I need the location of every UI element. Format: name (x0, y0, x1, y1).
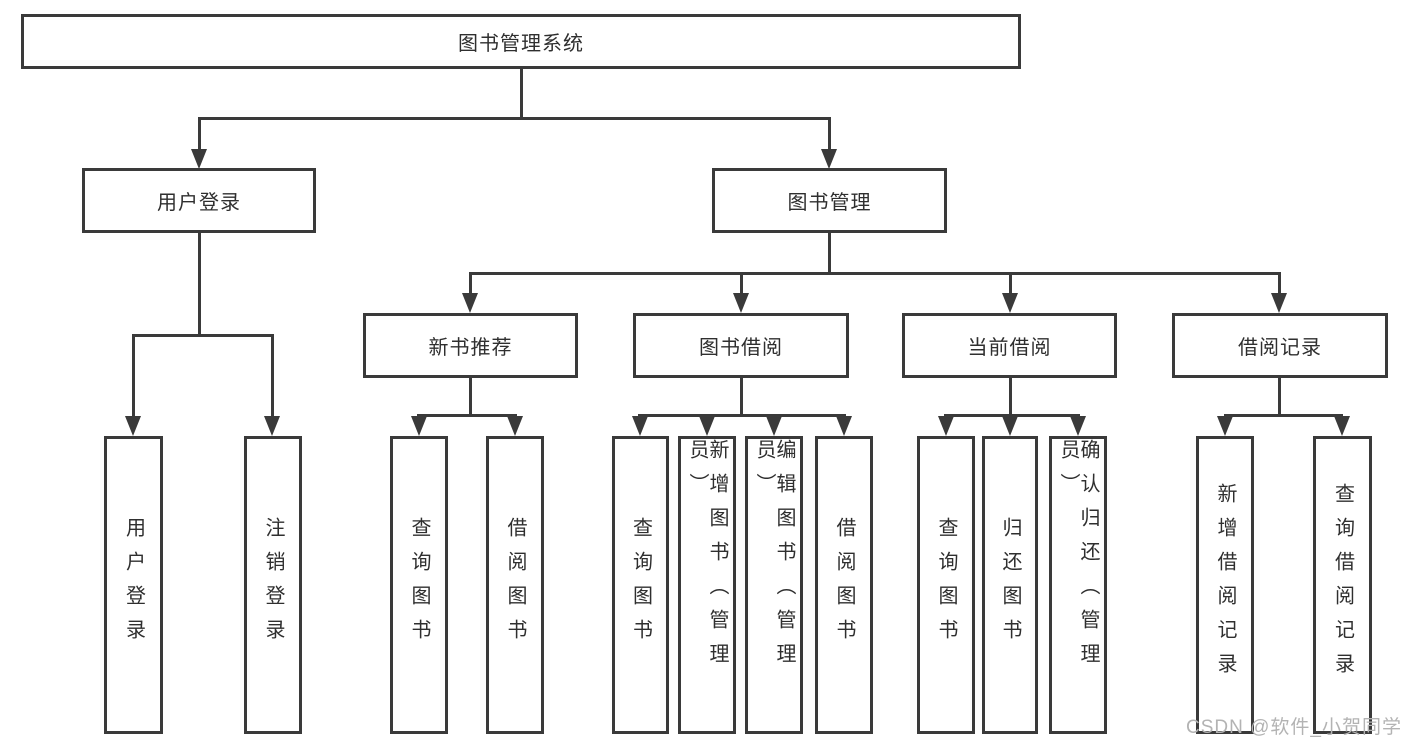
leaf-borrow-books-recommend: 借阅图书 (486, 436, 544, 734)
arrow-down-icon (125, 416, 141, 436)
node-label: 图书管理系统 (458, 33, 584, 55)
node-label: 当前借阅 (967, 337, 1052, 359)
leaf-query-books-recommend: 查询图书 (390, 436, 448, 734)
leaf-query-borrow-record: 查询借阅记录 (1313, 436, 1372, 734)
arrow-down-icon (1334, 416, 1350, 436)
leaf-confirm-return-admin: 确认归还（管理员） (1049, 436, 1107, 734)
connector-line (469, 378, 472, 417)
leaf-logout: 注销登录 (244, 436, 302, 734)
connector-line (271, 334, 274, 417)
connector-line (520, 69, 523, 118)
leaf-borrow-books: 借阅图书 (815, 436, 873, 734)
node-label: 图书借阅 (699, 337, 783, 359)
connector-line (417, 414, 517, 417)
node-label: 借阅记录 (1238, 337, 1322, 359)
arrow-down-icon (411, 416, 427, 436)
arrow-down-icon (766, 416, 782, 436)
connector-line (1278, 378, 1281, 417)
leaf-query-books-borrowing: 查询图书 (612, 436, 669, 734)
arrow-down-icon (1271, 293, 1287, 313)
connector-line (1009, 272, 1012, 295)
connector-line (132, 334, 274, 337)
leaf-edit-books-admin: 编辑图书（管理员） (745, 436, 803, 734)
arrow-down-icon (462, 293, 478, 313)
node-label: 注销登录 (262, 517, 284, 653)
arrow-down-icon (1002, 293, 1018, 313)
leaf-add-borrow-record: 新增借阅记录 (1196, 436, 1254, 734)
arrow-down-icon (733, 293, 749, 313)
arrow-down-icon (191, 149, 207, 169)
node-borrow-records: 借阅记录 (1172, 313, 1388, 378)
node-book-borrowing: 图书借阅 (633, 313, 849, 378)
arrow-down-icon (938, 416, 954, 436)
node-label: 新增借阅记录 (1214, 483, 1236, 687)
connector-line (132, 334, 135, 417)
arrow-down-icon (836, 416, 852, 436)
connector-line (944, 414, 1080, 417)
node-label: 查询图书 (408, 517, 430, 653)
node-label: 确认归还（管理员） (1057, 439, 1099, 677)
node-new-book-recommend: 新书推荐 (363, 313, 578, 378)
connector-line (198, 117, 201, 151)
connector-line (740, 272, 743, 295)
arrow-down-icon (821, 149, 837, 169)
arrow-down-icon (507, 416, 523, 436)
node-root-library-system: 图书管理系统 (21, 14, 1021, 69)
connector-line (638, 414, 846, 417)
connector-line (828, 117, 831, 151)
connector-line (1009, 378, 1012, 417)
leaf-user-login: 用户登录 (104, 436, 163, 734)
connector-line (469, 272, 1281, 275)
arrow-down-icon (1217, 416, 1233, 436)
connector-line (198, 233, 201, 336)
node-label: 新增图书（管理员） (686, 439, 728, 677)
connector-line (469, 272, 472, 295)
node-current-borrowing: 当前借阅 (902, 313, 1117, 378)
node-label: 用户登录 (157, 192, 241, 214)
arrow-down-icon (632, 416, 648, 436)
node-label: 查询图书 (629, 517, 652, 653)
node-label: 图书管理 (787, 192, 872, 214)
arrow-down-icon (1002, 416, 1018, 436)
node-label: 新书推荐 (428, 337, 513, 359)
node-label: 借阅图书 (833, 517, 855, 653)
node-label: 借阅图书 (504, 517, 526, 653)
connector-line (828, 233, 831, 274)
node-user-login: 用户登录 (82, 168, 316, 233)
arrow-down-icon (699, 416, 715, 436)
connector-line (1224, 414, 1343, 417)
connector-line (1278, 272, 1281, 295)
node-label: 编辑图书（管理员） (753, 439, 795, 677)
leaf-add-books-admin: 新增图书（管理员） (678, 436, 736, 734)
arrow-down-icon (264, 416, 280, 436)
arrow-down-icon (1070, 416, 1086, 436)
node-label: 查询借阅记录 (1331, 483, 1354, 687)
csdn-watermark: CSDN @软件_小贺同学 (1186, 717, 1402, 738)
connector-line (198, 117, 831, 120)
connector-line (740, 378, 743, 417)
node-book-management: 图书管理 (712, 168, 947, 233)
node-label: 归还图书 (999, 517, 1021, 653)
leaf-return-books: 归还图书 (982, 436, 1038, 734)
leaf-query-books-current: 查询图书 (917, 436, 975, 734)
node-label: 查询图书 (935, 517, 957, 653)
node-label: 用户登录 (122, 517, 145, 653)
